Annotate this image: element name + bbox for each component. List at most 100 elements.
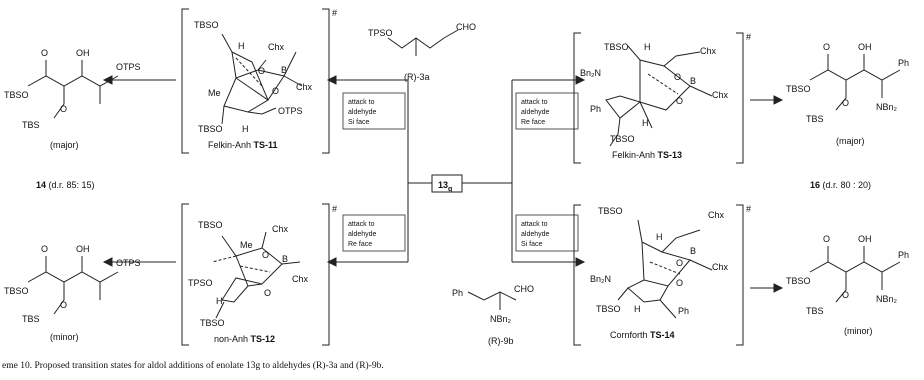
- bracket-ts11: [181, 8, 330, 154]
- aldehyde-9b-atom: CHO: [514, 284, 534, 294]
- product-16-major-tag: (major): [836, 136, 865, 146]
- ts11-atom: TBSO: [198, 124, 223, 134]
- product-16-major-atom: TBSO: [786, 84, 811, 94]
- aldehyde-3a-atom: TPSO: [368, 28, 393, 38]
- arrow-to-ts11: [326, 75, 408, 85]
- product-14-major-atom: O: [41, 48, 48, 58]
- ts11-marker: #: [332, 8, 337, 18]
- arrow-to-ts14: [512, 257, 586, 267]
- ts13-atom: O: [674, 72, 681, 82]
- ts12-atom: B: [282, 254, 288, 264]
- product-14-major-tag: (major): [50, 140, 79, 150]
- aldehyde-9b-name: (R)-9b: [488, 336, 514, 346]
- attack-text: attack to: [521, 221, 548, 228]
- ts11-skeleton: [221, 33, 303, 125]
- attack-text: Si face: [348, 119, 370, 126]
- aldehyde-3a-atom: CHO: [456, 22, 476, 32]
- ts12-atom: Chx: [272, 224, 289, 234]
- product-14-major-atom: OTPS: [116, 62, 141, 72]
- ts11-atom: Me: [208, 88, 221, 98]
- ts11-atom: O: [258, 66, 265, 76]
- attack-text: Si face: [521, 241, 543, 248]
- ts14-atom: TBSO: [596, 304, 621, 314]
- product-16-minor-atom: TBS: [806, 306, 824, 316]
- ts11-atom: Chx: [296, 82, 313, 92]
- attack-box-bl: [342, 214, 406, 252]
- attack-text: attack to: [348, 221, 375, 228]
- ts14-atom: O: [676, 258, 683, 268]
- scheme-caption: eme 10. Proposed transition states for a…: [2, 361, 384, 371]
- product-16-major-atom: NBn₂: [876, 102, 898, 112]
- aldehyde-3a-structure: [387, 29, 459, 56]
- attack-text: attack to: [348, 99, 375, 106]
- attack-text: aldehyde: [521, 231, 550, 238]
- attack-box-br: [515, 214, 579, 252]
- ts14-atom: O: [676, 278, 683, 288]
- ts11-atom: H: [242, 124, 249, 134]
- ts12-skeleton: [211, 231, 301, 319]
- product-16-minor-tag: (minor): [844, 326, 873, 336]
- ts12-atom: TPSO: [188, 278, 213, 288]
- product-16-major-atom: OH: [858, 42, 872, 52]
- product-14-major-atom: O: [60, 104, 67, 114]
- attack-text: attack to: [521, 99, 548, 106]
- ts11-atom: B: [281, 65, 287, 75]
- ts13-atom: Chx: [712, 90, 729, 100]
- ts14-atom: TBSO: [598, 206, 623, 216]
- ts13-skeleton: [605, 45, 713, 147]
- product-16-major-atom: O: [842, 98, 849, 108]
- reagent-13g-label: 13g: [438, 180, 452, 193]
- arrow-to-ts12: [326, 257, 408, 267]
- ts14-marker: #: [746, 204, 751, 214]
- arrow-ts13-to-16major: [750, 95, 784, 105]
- product-14-minor-atom: TBSO: [4, 286, 29, 296]
- ts12-atom: O: [264, 288, 271, 298]
- dr-16: 16 (d.r. 80 : 20): [810, 180, 871, 190]
- arrow-ts14-to-16minor: [750, 283, 784, 293]
- ts11-atom: O: [272, 86, 279, 96]
- product-14-minor-atom: TBS: [22, 314, 40, 324]
- ts12-label: non-Anh TS-12: [214, 334, 275, 344]
- product-14-major-atom: TBS: [22, 120, 40, 130]
- attack-text: aldehyde: [348, 231, 377, 238]
- ts11-atom: TBSO: [194, 20, 219, 30]
- ts13-atom: TBSO: [604, 42, 629, 52]
- ts14-atom: H: [634, 304, 641, 314]
- product-14-minor-tag: (minor): [50, 332, 79, 342]
- product-16-minor-atom: O: [823, 234, 830, 244]
- product-14-minor-atom: O: [41, 244, 48, 254]
- ts11-atom: Chx: [268, 42, 285, 52]
- attack-text: aldehyde: [348, 109, 377, 116]
- bracket-ts14: [573, 204, 744, 346]
- aldehyde-9b-structure: [467, 291, 517, 310]
- product-16-minor-atom: NBn₂: [876, 294, 898, 304]
- ts13-atom: Bn₂N: [580, 68, 601, 78]
- ts12-marker: #: [332, 204, 337, 214]
- ts13-atom: H: [642, 118, 649, 128]
- ts14-atom: Chx: [712, 262, 729, 272]
- arrow-ts12-to-14minor: [102, 257, 176, 267]
- product-14-minor-structure: [27, 256, 119, 315]
- aldehyde-9b-atom: NBn₂: [490, 314, 512, 324]
- attack-text: aldehyde: [521, 109, 550, 116]
- ts13-atom: TBSO: [610, 134, 635, 144]
- product-16-minor-atom: O: [842, 290, 849, 300]
- product-14-minor-atom: O: [60, 300, 67, 310]
- ts14-atom: Bn₂N: [590, 274, 611, 284]
- product-16-minor-structure: [809, 246, 901, 303]
- attack-box-tr: [515, 92, 579, 130]
- ts13-atom: Chx: [700, 46, 717, 56]
- ts14-label: Cornforth TS-14: [610, 330, 675, 340]
- product-16-minor-atom: TBSO: [786, 276, 811, 286]
- product-14-minor-atom: OH: [76, 244, 90, 254]
- ts14-skeleton: [617, 219, 713, 319]
- ts14-atom: Ph: [678, 306, 689, 316]
- ts13-atom: O: [676, 96, 683, 106]
- arrow-to-ts13: [512, 75, 586, 85]
- dr-14: 14 (d.r. 85: 15): [36, 180, 95, 190]
- attack-box-tl: [342, 92, 406, 130]
- product-16-major-atom: Ph: [898, 58, 909, 68]
- product-16-minor-atom: OH: [858, 234, 872, 244]
- ts13-label: Felkin-Anh TS-13: [612, 150, 682, 160]
- bracket-ts12: [181, 203, 330, 346]
